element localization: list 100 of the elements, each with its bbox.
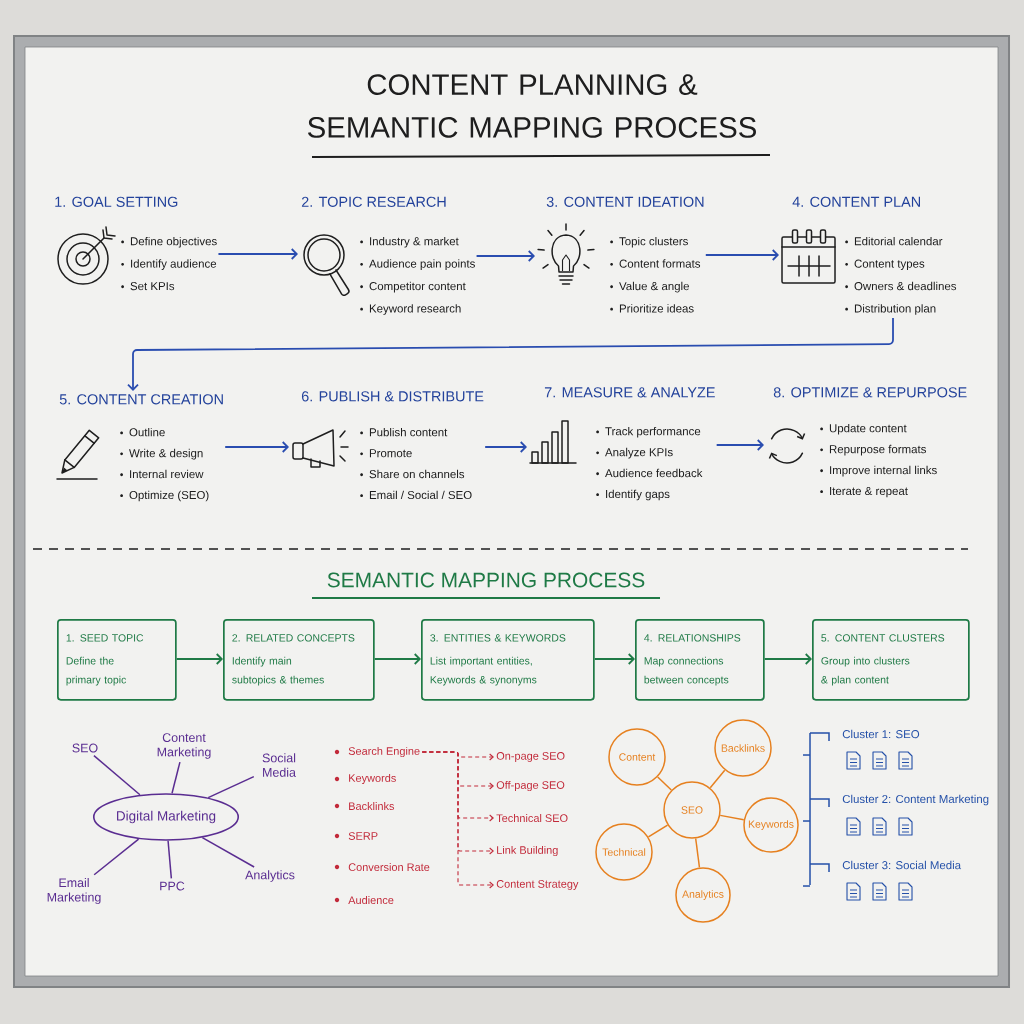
cluster-label: Cluster 3: Social Media (842, 860, 962, 870)
list-item: Share on channels (369, 469, 465, 479)
box-heading: 5. CONTENT CLUSTERS (821, 634, 945, 642)
step-heading: 3. CONTENT IDEATION (546, 196, 704, 207)
connector-line (201, 836, 255, 868)
topic-label: PPC (160, 881, 185, 891)
topic-label: SEO (72, 743, 98, 753)
arrow (217, 248, 298, 260)
box-heading: 2. RELATED CONCEPTS (232, 634, 355, 642)
list-item: Search Engine (348, 746, 420, 758)
connector-line (93, 838, 140, 876)
circle-node: SEO (663, 781, 721, 839)
arrow (715, 439, 764, 451)
topic-label: Link Building (497, 845, 558, 857)
box-heading: 1. SEED TOPIC (66, 634, 144, 642)
arrow (593, 653, 635, 665)
list-item: Content formats (619, 259, 701, 268)
connector-line (709, 769, 726, 789)
list-item: Competitor content (369, 281, 466, 293)
step-heading: 5. CONTENT CREATION (59, 394, 223, 405)
step-heading: 2. TOPIC RESEARCH (301, 196, 446, 207)
arrow (763, 653, 812, 665)
topic-label: Social Media (262, 753, 296, 777)
arrow (127, 317, 894, 391)
arrow (175, 653, 223, 665)
list-item: Repurpose formats (829, 444, 926, 456)
list-item: Email / Social / SEO (369, 490, 472, 500)
cluster-label: Cluster 2: Content Marketing (842, 794, 989, 806)
list-item: Topic clusters (619, 236, 688, 248)
circle-node: Backlinks (714, 719, 772, 777)
topic-label: Content Strategy (496, 880, 579, 890)
list-item: Promote (369, 449, 412, 458)
list-item: Owners & deadlines (854, 281, 957, 291)
arrow (373, 653, 421, 665)
list-item: Editorial calendar (854, 236, 943, 246)
process-box (421, 619, 595, 701)
process-box (635, 619, 765, 701)
list-item: Keywords (349, 773, 396, 785)
topic-label: Content Marketing (157, 733, 211, 759)
topic-label: Technical SEO (496, 814, 568, 823)
circle-node: Technical (595, 823, 653, 881)
step-heading: 8. OPTIMIZE & REPURPOSE (773, 387, 967, 398)
list-item: Outline (129, 427, 165, 437)
list-item: Iterate & repeat (830, 487, 908, 498)
box-text: Identify main subtopics & themes (232, 656, 324, 686)
list-item: Optimize (SEO) (129, 490, 209, 502)
step-heading: 1. GOAL SETTING (55, 196, 178, 207)
step-heading: 6. PUBLISH & DISTRIBUTE (301, 391, 484, 402)
process-box (812, 619, 970, 701)
list-item: Analyze KPIs (605, 447, 673, 459)
dashed-arrow (421, 751, 494, 889)
connector-line (694, 837, 701, 869)
arrow (224, 441, 289, 453)
list-item: Value & angle (619, 281, 689, 293)
list-item: Backlinks (349, 802, 395, 811)
box-text: Group into clusters & plan content (821, 656, 910, 686)
arrow (704, 249, 779, 261)
title: CONTENT PLANNING & SEMANTIC MAPPING PROCESS (307, 74, 756, 138)
topic-label: On-page SEO (496, 752, 565, 762)
list-item: Write & design (129, 448, 203, 460)
box-heading: 4. RELATIONSHIPS (644, 634, 741, 642)
connector-line (167, 840, 173, 880)
box-heading: 3. ENTITIES & KEYWORDS (430, 634, 566, 642)
connector-line (207, 775, 255, 799)
list-item: Prioritize ideas (619, 304, 694, 313)
list-item: Keyword research (369, 304, 461, 315)
arrow (484, 441, 527, 453)
list-item: Audience (348, 896, 394, 905)
connector-line (719, 814, 745, 821)
list-item: Identify gaps (606, 489, 670, 501)
step-heading: 4. CONTENT PLAN (792, 196, 920, 207)
list-item: Identify audience (131, 259, 217, 270)
cluster-label: Cluster 1: SEO (842, 729, 920, 739)
list-item: Distribution plan (854, 304, 936, 315)
list-item: Define objectives (130, 236, 217, 248)
topic-label: Analytics (245, 870, 295, 882)
connector-line (93, 754, 141, 796)
step-heading: 7. MEASURE & ANALYZE (544, 387, 715, 398)
connector-line (647, 824, 669, 838)
list-item: Audience feedback (605, 468, 703, 478)
circle-node: Analytics (675, 867, 731, 923)
list-item: Track performance (605, 426, 701, 438)
ellipse-node: Digital Marketing (92, 793, 240, 841)
arrow (475, 250, 535, 262)
list-item: Content types (854, 259, 925, 270)
list-item: Conversion Rate (348, 863, 430, 872)
circle-node: Keywords (743, 797, 799, 853)
circle-node: Content (608, 728, 666, 786)
box-text: List important entities, Keywords & synonyms (430, 656, 537, 686)
list-item: Publish content (369, 427, 448, 437)
process-box (223, 619, 375, 701)
connector-line (656, 776, 673, 791)
topic-label: Off-page SEO (496, 780, 565, 792)
connector-line (171, 761, 181, 795)
section-heading: SEMANTIC MAPPING PROCESS (327, 572, 645, 588)
topic-label: Email Marketing (47, 878, 101, 905)
list-item: Update content (829, 423, 907, 435)
list-item: Set KPIs (130, 282, 175, 291)
list-item: SERP (348, 832, 378, 840)
list-item: Improve internal links (830, 465, 937, 477)
